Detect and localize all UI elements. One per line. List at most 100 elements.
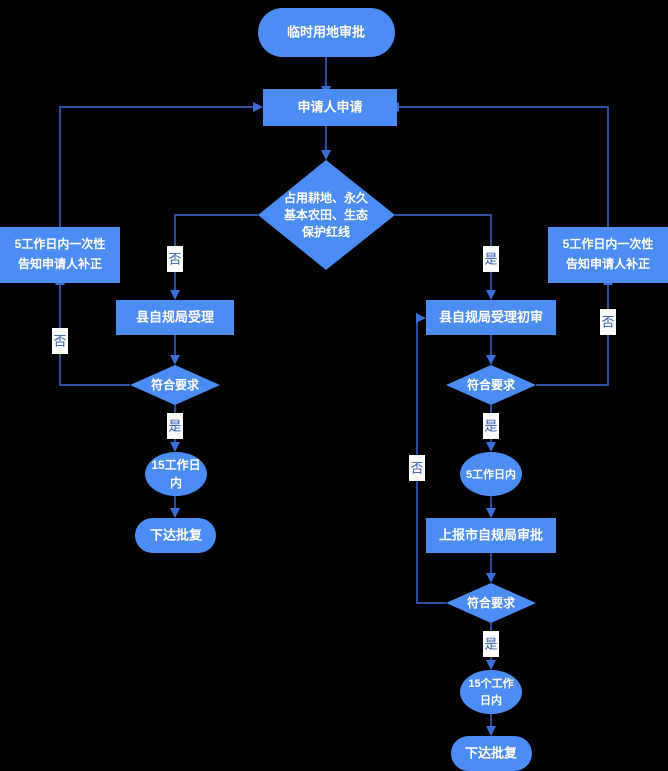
node-reply-right-label: 下达批复 <box>465 745 518 760</box>
edge-label-no-right-return-text: 否 <box>601 314 614 329</box>
edge-label-yes-right-text: 是 <box>484 251 497 266</box>
edge-label-no-to-left-branch: 否 <box>167 246 183 272</box>
node-report-city-shape <box>426 518 556 553</box>
edge-label-yes-city-pass-bg <box>483 631 499 657</box>
arrowhead-check-city-no-to-accept-right <box>416 313 426 323</box>
node-accept-right-shape <box>426 300 556 335</box>
edge-label-no-left-return-bg <box>52 328 68 354</box>
node-decision-land[interactable]: 占用耕地、永久 基本农田、生态 保护红线 <box>258 160 395 270</box>
node-layer: 临时用地审批 申请人申请 占用耕地、永久 基本农田、生态 保护红线 5工作日内一… <box>0 8 668 771</box>
arrowhead-accept-right-to-check-right <box>486 355 496 365</box>
edge-layer <box>55 57 613 736</box>
node-notify-right[interactable]: 5工作日内一次性 告知申请人补正 <box>548 227 668 283</box>
edge-label-no-city-return: 否 <box>409 455 425 481</box>
node-accept-right-label: 县自规局受理初审 <box>439 309 543 324</box>
node-days15-left-label-line2: 内 <box>170 475 182 490</box>
node-days5-right-label: 5工作日内 <box>466 467 516 481</box>
node-days15-left[interactable]: 15工作日 内 <box>145 452 207 496</box>
node-accept-right[interactable]: 县自规局受理初审 <box>426 300 556 335</box>
edge-notify-right-to-apply <box>397 106 609 227</box>
node-apply[interactable]: 申请人申请 <box>263 89 397 126</box>
edge-label-layer: 否 是 否 是 否 是 <box>52 246 616 657</box>
arrowhead-notify-left-to-apply <box>253 102 263 112</box>
node-notify-left[interactable]: 5工作日内一次性 告知申请人补正 <box>0 227 120 283</box>
arrowhead-days15-left-to-reply-left <box>170 508 180 518</box>
arrowhead-check-right-yes-to-days5 <box>486 442 496 452</box>
edge-label-yes-left-pass-bg <box>167 413 183 439</box>
edge-notify-left-to-apply <box>59 106 255 227</box>
node-accept-left-label: 县自规局受理 <box>136 309 214 324</box>
node-check-right-label: 符合要求 <box>467 377 516 392</box>
node-notify-left-shape <box>0 227 120 283</box>
arrowhead-check-left-yes-to-days15 <box>170 442 180 452</box>
edge-label-no-left-return-text: 否 <box>53 333 66 348</box>
arrowhead-check-city-yes-to-days15-right <box>486 660 496 670</box>
node-notify-right-shape <box>548 227 668 283</box>
node-reply-left-shape <box>135 518 216 553</box>
node-report-city-label: 上报市自规局审批 <box>439 527 543 542</box>
edge-label-yes-right-pass-text: 是 <box>484 418 497 433</box>
node-notify-left-label-line2: 告知申请人补正 <box>18 256 102 271</box>
node-reply-left[interactable]: 下达批复 <box>135 518 216 553</box>
node-report-city[interactable]: 上报市自规局审批 <box>426 518 556 553</box>
node-check-city-label: 符合要求 <box>467 595 516 610</box>
edge-label-yes-city-pass-text: 是 <box>484 636 497 651</box>
arrowhead-decision-yes-to-accept-right <box>486 290 496 300</box>
node-check-city[interactable]: 符合要求 <box>446 583 536 623</box>
node-check-right-shape <box>446 365 536 405</box>
node-decision-land-shape <box>258 160 395 270</box>
node-start[interactable]: 临时用地审批 <box>258 8 395 57</box>
edge-label-no-left-return: 否 <box>52 328 68 354</box>
edge-decision-no-to-accept-left <box>174 214 258 292</box>
node-days5-right-shape <box>460 452 522 496</box>
node-days5-right[interactable]: 5工作日内 <box>460 452 522 496</box>
edge-label-no-city-return-bg <box>409 455 425 481</box>
edge-label-yes-right-pass: 是 <box>483 413 499 439</box>
arrowhead-accept-left-to-check-left <box>170 355 180 365</box>
node-days15-right-shape <box>460 670 522 714</box>
node-decision-land-label-line2: 基本农田、生态 <box>283 207 368 222</box>
node-check-city-shape <box>446 583 536 623</box>
arrowhead-decision-no-to-accept-left <box>170 290 180 300</box>
node-start-label: 临时用地审批 <box>287 24 365 39</box>
node-notify-left-label-line1: 5工作日内一次性 <box>15 236 106 251</box>
node-check-right[interactable]: 符合要求 <box>446 365 536 405</box>
node-accept-left-shape <box>116 300 234 335</box>
node-apply-label: 申请人申请 <box>297 99 362 114</box>
node-apply-shape <box>263 89 397 126</box>
edge-label-yes-left-pass-text: 是 <box>168 418 181 433</box>
edge-label-no-city-return-text: 否 <box>410 460 423 475</box>
node-decision-land-label-line1: 占用耕地、永久 <box>284 190 369 205</box>
edge-label-no-right-return: 否 <box>600 309 616 335</box>
node-decision-land-label-line3: 保护红线 <box>301 224 350 239</box>
node-days15-right-label-line1: 15个工作 <box>468 676 513 690</box>
edge-label-no-left-text: 否 <box>168 251 181 266</box>
node-days15-right[interactable]: 15个工作 日内 <box>460 670 522 714</box>
node-check-left-label: 符合要求 <box>151 377 200 392</box>
node-accept-left[interactable]: 县自规局受理 <box>116 300 234 335</box>
arrowhead-days5-to-report-city <box>486 508 496 518</box>
edge-label-yes-to-right-branch: 是 <box>483 246 499 272</box>
edge-label-yes-city-pass: 是 <box>483 631 499 657</box>
node-days15-left-shape <box>145 452 207 496</box>
arrowhead-apply-to-decision <box>321 150 331 160</box>
node-reply-right[interactable]: 下达批复 <box>451 736 532 771</box>
edge-check-left-no-to-notify-left <box>59 283 130 386</box>
node-reply-right-shape <box>451 736 532 771</box>
edge-decision-yes-to-accept-right <box>395 214 492 292</box>
edge-label-no-left-bg <box>167 246 183 272</box>
node-days15-left-label-line1: 15工作日 <box>151 457 200 472</box>
edge-label-no-right-return-bg <box>600 309 616 335</box>
edge-label-yes-right-bg <box>483 246 499 272</box>
edge-label-yes-left-pass: 是 <box>167 413 183 439</box>
node-notify-right-label-line2: 告知申请人补正 <box>566 256 650 271</box>
node-days15-right-label-line2: 日内 <box>480 693 502 707</box>
node-check-left[interactable]: 符合要求 <box>130 365 220 405</box>
node-check-left-shape <box>130 365 220 405</box>
node-notify-right-label-line1: 5工作日内一次性 <box>563 236 654 251</box>
edge-label-yes-right-pass-bg <box>483 413 499 439</box>
arrowhead-days15-right-to-reply-right <box>486 726 496 736</box>
node-reply-left-label: 下达批复 <box>150 527 203 542</box>
